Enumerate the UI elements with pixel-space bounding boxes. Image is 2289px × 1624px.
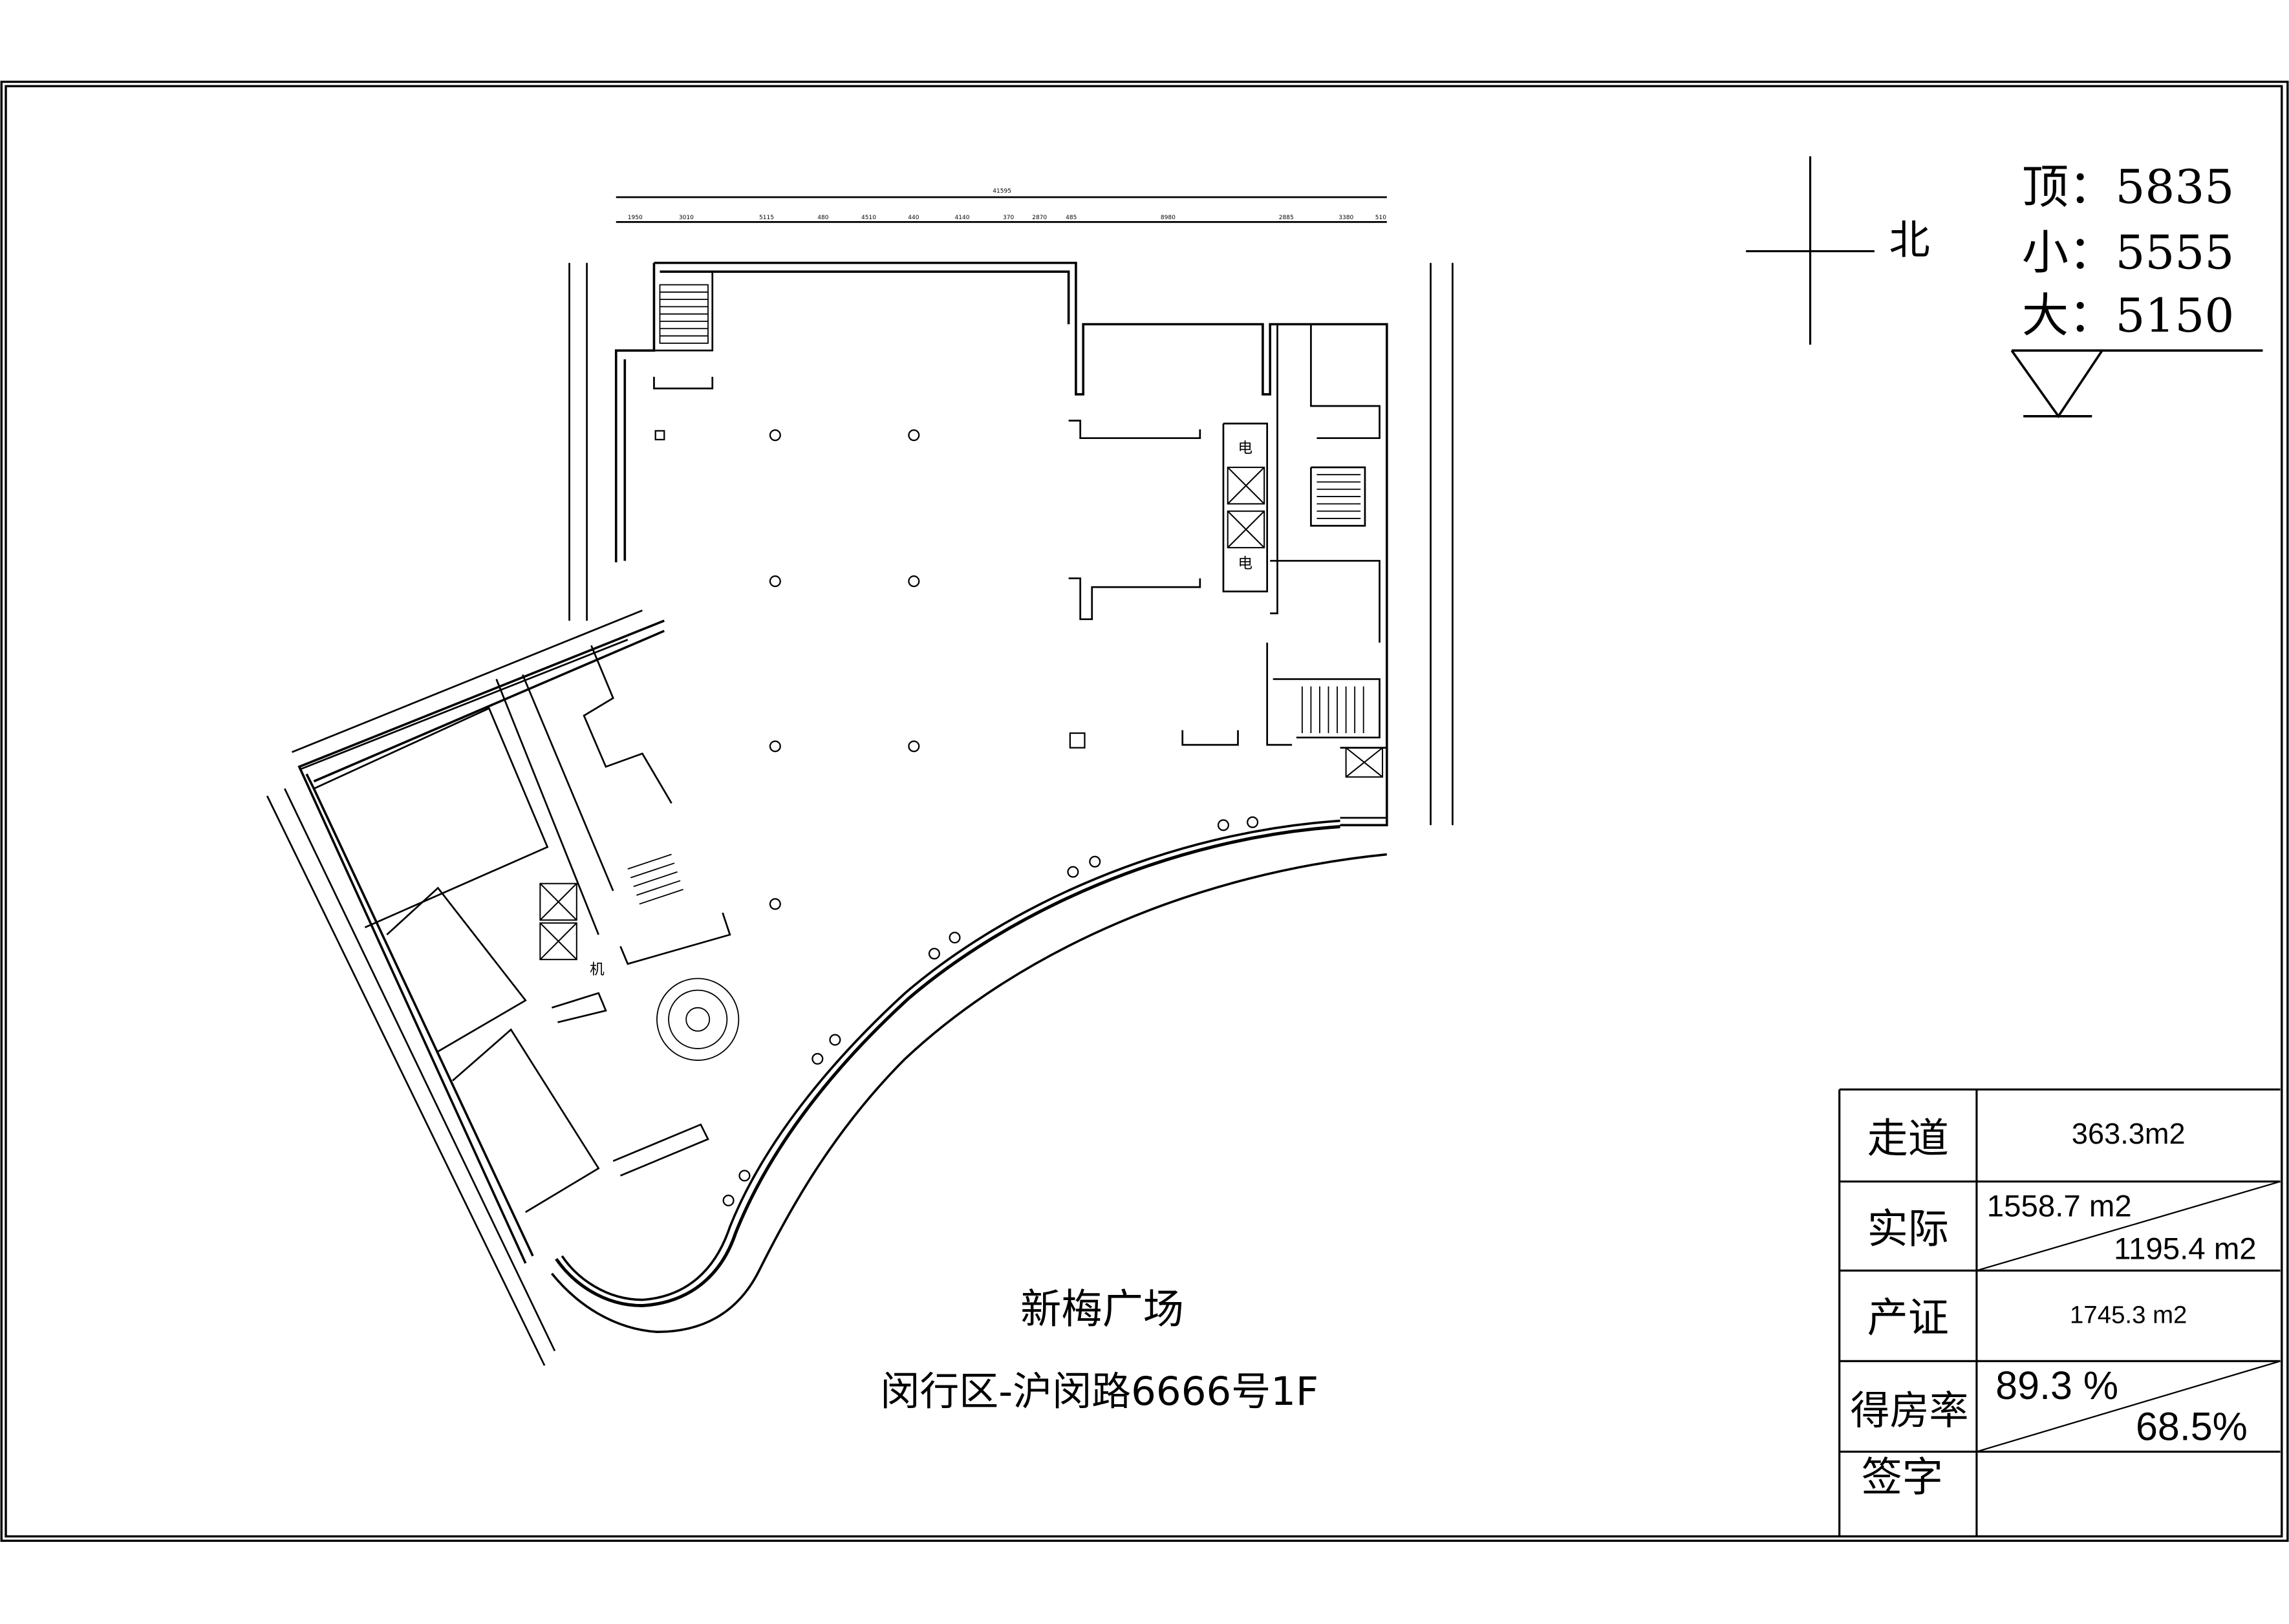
table-label-certificate: 产证 [1867,1294,1950,1343]
area-table-grid [1838,1088,2281,1537]
table-value-actual-bottom: 1195.4 m2 [2114,1232,2257,1266]
dimension-segment: 4510 [861,213,877,221]
interior-walls [313,272,1388,1213]
north-label: 北 [1889,216,1930,264]
dimension-segment: 2870 [1032,213,1048,221]
elevation-marker-icon [2010,349,2263,419]
elevator-symbols [539,466,1384,961]
elevation-small: 小：5555 [2022,230,2234,276]
table-label-corridor: 走道 [1867,1113,1950,1162]
sheet-border [0,80,2289,1542]
table-value-efficiency-top: 89.3 % [1995,1363,2119,1408]
dimension-segment: 3010 [678,213,694,221]
table-value-actual-top: 1558.7 m2 [1986,1190,2132,1224]
dimension-lines [266,196,1454,1366]
dimension-segment: 4140 [954,213,970,221]
dimension-segment: 480 [817,213,829,221]
elevation-label: 大： [2021,288,2116,343]
columns [654,429,1259,1206]
project-address: 闵行区-沪闵路6666号1F [880,1369,1319,1415]
dimension-segment: 8980 [1160,213,1176,221]
dimension-segment: 5115 [759,213,775,221]
dimension-segment: 2885 [1278,213,1294,221]
elevation-large: 大：5150 [2022,292,2234,339]
stair-symbols [627,284,1364,1061]
elevation-label: 顶： [2021,159,2116,215]
dimension-total: 41595 [993,187,1011,195]
dimension-segment: 3380 [1338,213,1354,221]
project-name: 新梅广场 [1020,1285,1185,1334]
table-value-efficiency-bottom: 68.5% [2136,1405,2248,1449]
elevation-top: 顶：5835 [2022,164,2234,210]
dimension-segment: 1950 [627,213,643,221]
elevation-value: 5150 [2115,288,2235,343]
elevator-label: 电 [1238,441,1253,458]
dimension-segment: 370 [1003,213,1015,221]
table-label-actual: 实际 [1867,1204,1950,1253]
table-label-signature: 签字 [1861,1453,1944,1502]
elevation-value: 5555 [2115,224,2235,281]
elevator-label: 电 [1238,556,1253,573]
machine-room-label: 机 [590,962,605,979]
elevation-label: 小： [2021,224,2116,281]
dimension-segment: 485 [1066,213,1077,221]
dimension-segment: 510 [1375,213,1387,221]
table-value-certificate: 1745.3 m2 [2070,1301,2187,1329]
north-arrow-icon [1746,156,1875,345]
dimension-segment: 440 [908,213,919,221]
table-label-efficiency: 得房率 [1850,1388,1969,1434]
table-value-corridor: 363.3m2 [2071,1118,2186,1151]
elevation-value: 5835 [2115,159,2235,215]
signature-field[interactable] [1977,1451,2281,1536]
